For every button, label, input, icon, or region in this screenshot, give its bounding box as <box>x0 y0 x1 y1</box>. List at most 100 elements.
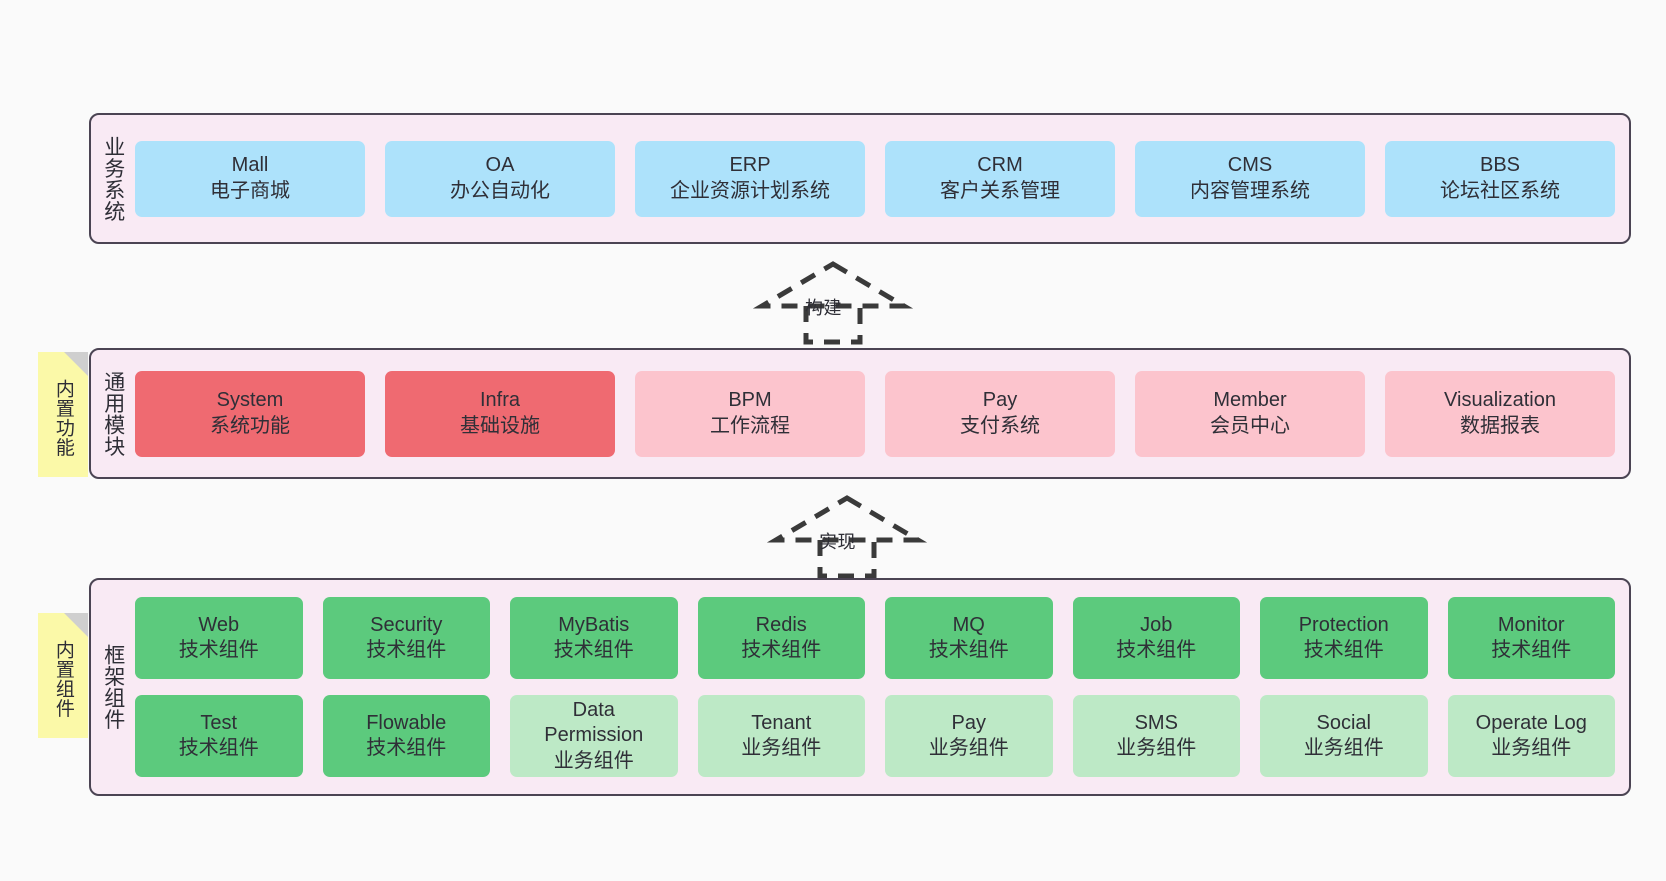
node-title: BBS <box>1479 154 1521 177</box>
node-title: Social <box>1316 711 1371 734</box>
node-social[interactable]: Social 业务组件 <box>1260 695 1428 777</box>
node-row: Test 技术组件 Flowable 技术组件 Data Permission … <box>135 695 1615 777</box>
connector-build: 构建 <box>752 258 914 345</box>
node-mq[interactable]: MQ 技术组件 <box>885 597 1053 679</box>
node-title: Operate Log <box>1475 711 1587 734</box>
node-title: Infra <box>479 389 521 412</box>
node-monitor[interactable]: Monitor 技术组件 <box>1447 597 1615 679</box>
node-title: Tenant <box>751 711 812 734</box>
node-mybatis[interactable]: MyBatis 技术组件 <box>510 597 678 679</box>
node-sms[interactable]: SMS 业务组件 <box>1072 695 1240 777</box>
node-title: Web <box>198 613 240 636</box>
note-builtin-component[interactable]: 内置组件 <box>38 613 88 738</box>
node-title: System <box>216 389 284 412</box>
node-subtitle: 技术组件 <box>1491 639 1572 661</box>
node-subtitle: 技术组件 <box>178 737 259 759</box>
node-subtitle: 数据报表 <box>1460 414 1540 437</box>
node-title: Security <box>370 613 443 636</box>
node-cms[interactable]: CMS 内容管理系统 <box>1135 140 1365 217</box>
dashed-generalization-arrow-icon <box>752 261 914 345</box>
node-subtitle: 业务组件 <box>1491 737 1572 759</box>
node-subtitle: 会员中心 <box>1210 414 1290 437</box>
layer-business-system[interactable]: 业务系统 Mall 电子商城 OA 办公自动化 ERP 企业资源计划系统 <box>89 113 1631 244</box>
node-job[interactable]: Job 技术组件 <box>1072 597 1240 679</box>
node-title: OA <box>485 154 515 177</box>
node-subtitle: 系统功能 <box>210 414 290 437</box>
node-title: CMS <box>1227 154 1273 177</box>
node-subtitle: 基础设施 <box>460 414 540 437</box>
node-row: Mall 电子商城 OA 办公自动化 ERP 企业资源计划系统 CRM 客户关系… <box>135 140 1615 217</box>
node-title: Job <box>1140 613 1173 636</box>
node-subtitle: 业务组件 <box>1303 737 1384 759</box>
node-row: System 系统功能 Infra 基础设施 BPM 工作流程 Pay 支付系统 <box>135 370 1615 457</box>
node-redis[interactable]: Redis 技术组件 <box>697 597 865 679</box>
node-subtitle: 工作流程 <box>710 414 790 437</box>
node-title: Pay <box>982 389 1018 412</box>
node-title: Mall <box>231 154 269 177</box>
node-visualization[interactable]: Visualization 数据报表 <box>1385 370 1615 457</box>
node-oa[interactable]: OA 办公自动化 <box>385 140 615 217</box>
node-title: Protection <box>1298 613 1389 636</box>
node-title: Member <box>1213 389 1287 412</box>
node-subtitle: 业务组件 <box>1116 737 1197 759</box>
node-subtitle: 客户关系管理 <box>940 179 1060 202</box>
node-subtitle: 内容管理系统 <box>1190 179 1310 202</box>
node-subtitle: 业务组件 <box>553 749 634 772</box>
node-test[interactable]: Test 技术组件 <box>135 695 303 777</box>
node-subtitle: 办公自动化 <box>450 179 550 202</box>
layer-business-system-title: 业务系统 <box>101 135 125 222</box>
layer-common-module[interactable]: 通用模块 System 系统功能 Infra 基础设施 BPM 工作流程 <box>89 348 1631 479</box>
node-title: Pay <box>951 711 986 734</box>
node-subtitle: 技术组件 <box>1116 639 1197 661</box>
node-web[interactable]: Web 技术组件 <box>135 597 303 679</box>
node-title: ERP <box>729 154 771 177</box>
node-title: MyBatis <box>558 613 630 636</box>
node-subtitle: 技术组件 <box>553 639 634 661</box>
node-infra[interactable]: Infra 基础设施 <box>385 370 615 457</box>
node-subtitle: 业务组件 <box>741 737 822 759</box>
node-pay-component[interactable]: Pay 业务组件 <box>885 695 1053 777</box>
connector-implement: 实现 <box>766 492 928 579</box>
node-title: MQ <box>952 613 985 636</box>
node-mall[interactable]: Mall 电子商城 <box>135 140 365 217</box>
layer-framework-component-body: Web 技术组件 Security 技术组件 MyBatis 技术组件 Redi… <box>135 580 1629 794</box>
node-protection[interactable]: Protection 技术组件 <box>1260 597 1428 679</box>
node-subtitle: 技术组件 <box>741 639 822 661</box>
note-builtin-feature-text: 内置功能 <box>52 378 74 457</box>
layer-framework-component[interactable]: 框架组件 Web 技术组件 Security 技术组件 MyBatis 技术组件 <box>89 578 1631 796</box>
node-subtitle: 电子商城 <box>210 179 290 202</box>
node-tenant[interactable]: Tenant 业务组件 <box>697 695 865 777</box>
node-operate-log[interactable]: Operate Log 业务组件 <box>1447 695 1615 777</box>
node-subtitle: 技术组件 <box>1303 639 1384 661</box>
node-title: SMS <box>1134 711 1178 734</box>
node-subtitle: 技术组件 <box>928 639 1009 661</box>
node-pay-module[interactable]: Pay 支付系统 <box>885 370 1115 457</box>
node-data-permission[interactable]: Data Permission 业务组件 <box>510 695 678 777</box>
note-builtin-component-text: 内置组件 <box>52 639 74 718</box>
node-erp[interactable]: ERP 企业资源计划系统 <box>635 140 865 217</box>
node-subtitle: 论坛社区系统 <box>1440 179 1560 202</box>
node-subtitle: 企业资源计划系统 <box>670 179 830 202</box>
connector-build-label: 构建 <box>805 298 842 318</box>
node-bpm[interactable]: BPM 工作流程 <box>635 370 865 457</box>
layer-business-system-rows: Mall 电子商城 OA 办公自动化 ERP 企业资源计划系统 CRM 客户关系… <box>135 140 1615 217</box>
node-title: Redis <box>755 613 807 636</box>
dashed-generalization-arrow-icon <box>766 495 928 579</box>
node-bbs[interactable]: BBS 论坛社区系统 <box>1385 140 1615 217</box>
layer-common-module-body: System 系统功能 Infra 基础设施 BPM 工作流程 Pay 支付系统 <box>135 350 1629 477</box>
node-crm[interactable]: CRM 客户关系管理 <box>885 140 1115 217</box>
note-builtin-feature[interactable]: 内置功能 <box>38 352 88 477</box>
node-title: CRM <box>977 154 1023 177</box>
node-member[interactable]: Member 会员中心 <box>1135 370 1365 457</box>
node-flowable[interactable]: Flowable 技术组件 <box>322 695 490 777</box>
node-subtitle: 技术组件 <box>178 639 259 661</box>
node-subtitle: 业务组件 <box>928 737 1009 759</box>
node-title: Monitor <box>1497 613 1565 636</box>
folded-corner-icon <box>64 613 88 637</box>
node-title: Flowable <box>366 711 447 734</box>
node-system[interactable]: System 系统功能 <box>135 370 365 457</box>
layer-common-module-rows: System 系统功能 Infra 基础设施 BPM 工作流程 Pay 支付系统 <box>135 370 1615 457</box>
connector-implement-label: 实现 <box>819 532 856 552</box>
node-security[interactable]: Security 技术组件 <box>322 597 490 679</box>
